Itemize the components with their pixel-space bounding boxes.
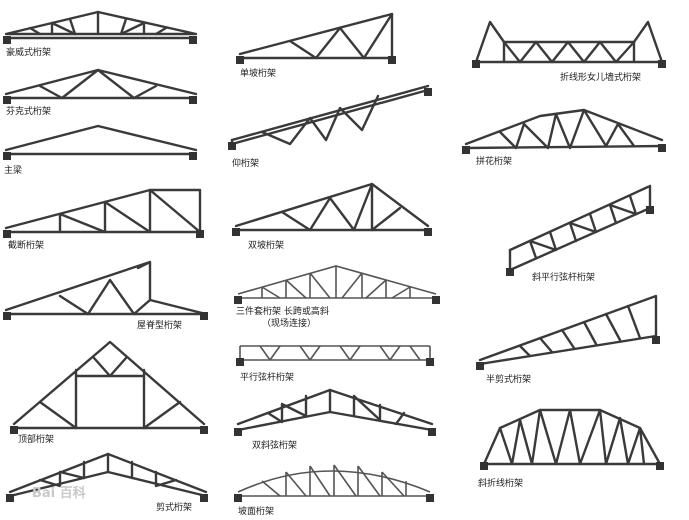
label-half-scissor: 半剪式桁架 bbox=[486, 373, 531, 385]
label-sloped-parallel: 斜平行弦杆桁架 bbox=[532, 271, 595, 283]
polygonal-truss bbox=[480, 408, 664, 470]
label-parallel: 平行弦杆桁架 bbox=[240, 371, 294, 383]
mansard-truss bbox=[472, 20, 666, 68]
label-cut: 截断桁架 bbox=[8, 239, 44, 251]
howe-truss bbox=[3, 10, 198, 44]
main-beam bbox=[3, 124, 198, 160]
label-threepiece-2: （现场连接） bbox=[262, 317, 316, 329]
monopitch-truss bbox=[236, 12, 396, 64]
watermark-logo: Bai 百科 bbox=[32, 485, 86, 501]
label-dualslope: 双斜弦桁架 bbox=[252, 439, 297, 451]
attic-truss bbox=[10, 340, 208, 434]
spliced-truss bbox=[462, 108, 666, 154]
label-ridge: 屋脊型桁架 bbox=[137, 319, 182, 331]
bowstring-truss bbox=[234, 464, 434, 502]
label-scissor: 剪式桁架 bbox=[156, 501, 192, 513]
label-cantilever: 仰桁架 bbox=[232, 157, 259, 169]
cut-off-truss bbox=[3, 188, 204, 238]
label-monopitch: 单坡桁架 bbox=[240, 67, 276, 79]
label-polygonal: 斜折线桁架 bbox=[478, 477, 523, 489]
dualslope-truss bbox=[234, 388, 436, 436]
dualpitch-truss bbox=[232, 182, 432, 236]
label-spliced: 拼花桁架 bbox=[476, 155, 512, 167]
label-mansard: 折线形女儿墙式桁架 bbox=[560, 71, 641, 83]
label-dualpitch: 双坡桁架 bbox=[248, 239, 284, 251]
label-howe: 豪威式桁架 bbox=[6, 46, 51, 58]
label-attic: 顶部桁架 bbox=[18, 433, 54, 445]
half-scissor-truss bbox=[476, 294, 660, 370]
scissor-truss bbox=[6, 452, 208, 502]
three-piece-truss bbox=[234, 265, 440, 304]
cantilever-truss bbox=[228, 84, 432, 150]
fink-truss bbox=[3, 68, 198, 104]
parallel-chord-truss bbox=[236, 345, 434, 366]
label-threepiece-1: 三件套桁架 长跨或高斜 bbox=[236, 305, 329, 317]
sloped-parallel-truss bbox=[506, 184, 654, 276]
label-bowstring: 坡面桁架 bbox=[238, 505, 274, 517]
label-main: 主梁 bbox=[4, 164, 22, 176]
label-fink: 芬克式桁架 bbox=[6, 105, 51, 117]
ridge-truss bbox=[3, 260, 208, 320]
